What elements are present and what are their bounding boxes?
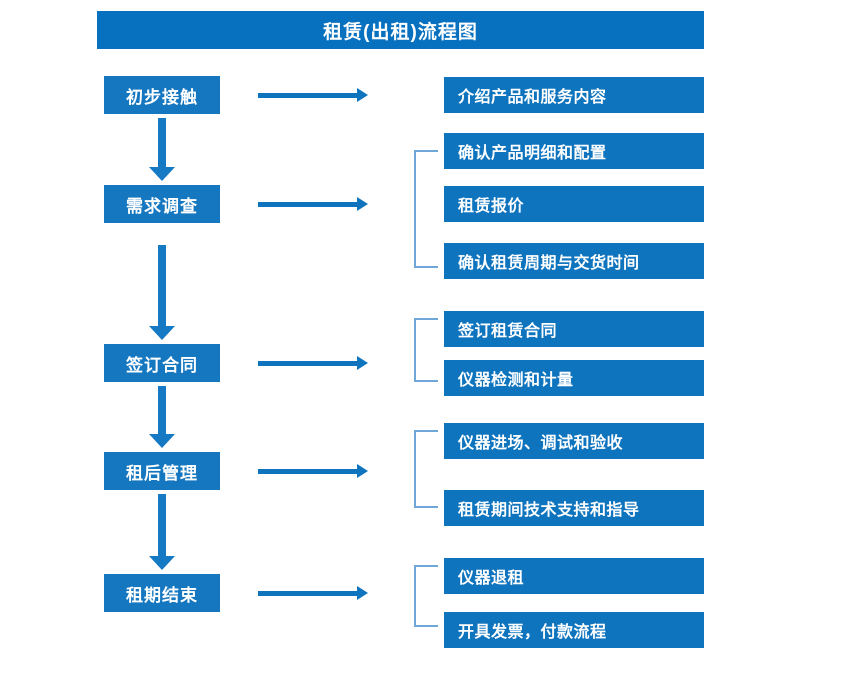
detail-box-7[interactable]: 仪器进场、调试和验收 — [444, 423, 704, 459]
detail-box-2[interactable]: 确认产品明细和配置 — [444, 133, 704, 169]
stage-box-2[interactable]: 需求调查 — [104, 185, 220, 223]
detail-box-3[interactable]: 租赁报价 — [444, 186, 704, 222]
flow-arrow-down-4 — [149, 494, 175, 570]
detail-box-10[interactable]: 开具发票，付款流程 — [444, 612, 704, 648]
group-bracket-management — [414, 430, 438, 508]
flow-arrow-right-5 — [258, 586, 368, 600]
flow-arrow-right-4 — [258, 464, 368, 478]
detail-box-1[interactable]: 介绍产品和服务内容 — [444, 77, 704, 113]
stage-box-3[interactable]: 签订合同 — [104, 344, 220, 382]
flow-arrow-right-1 — [258, 88, 368, 102]
stage-box-4[interactable]: 租后管理 — [104, 452, 220, 490]
detail-box-5[interactable]: 签订租赁合同 — [444, 311, 704, 347]
detail-box-4[interactable]: 确认租赁周期与交货时间 — [444, 243, 704, 279]
stage-box-5[interactable]: 租期结束 — [104, 574, 220, 612]
group-bracket-needs — [414, 150, 438, 268]
stage-box-1[interactable]: 初步接触 — [104, 76, 220, 114]
flow-arrow-right-3 — [258, 356, 368, 370]
detail-box-8[interactable]: 租赁期间技术支持和指导 — [444, 490, 704, 526]
flow-arrow-down-3 — [149, 386, 175, 448]
detail-box-9[interactable]: 仪器退租 — [444, 558, 704, 594]
detail-box-6[interactable]: 仪器检测和计量 — [444, 360, 704, 396]
flow-arrow-right-2 — [258, 197, 368, 211]
flow-arrow-down-1 — [149, 118, 175, 181]
chart-title: 租赁(出租)流程图 — [97, 11, 704, 49]
flow-arrow-down-2 — [149, 245, 175, 340]
group-bracket-contract — [414, 318, 438, 382]
group-bracket-end — [414, 565, 438, 627]
